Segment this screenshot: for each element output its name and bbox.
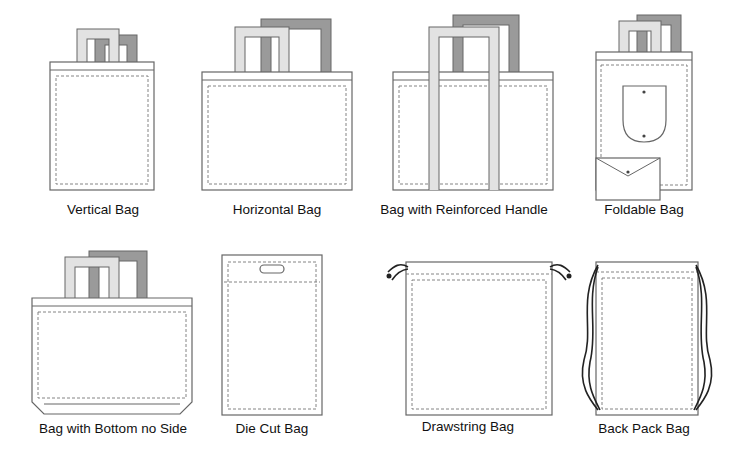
bag-caption: Bag with Reinforced Handle bbox=[378, 202, 549, 218]
vertical-bag bbox=[50, 34, 154, 190]
drawstring-bag bbox=[387, 262, 572, 415]
die-cut-bag bbox=[222, 255, 322, 415]
horizontal-bag bbox=[202, 24, 352, 190]
bag-caption: Vertical Bag bbox=[65, 202, 141, 218]
bag-caption: Die Cut Bag bbox=[234, 421, 311, 437]
bag-caption: Drawstring Bag bbox=[420, 419, 516, 435]
bag-caption: Bag with Bottom no Side bbox=[37, 421, 189, 437]
bag-caption: Foldable Bag bbox=[602, 202, 686, 218]
bag-caption: Horizontal Bag bbox=[231, 202, 324, 218]
bottom-no-side-bag bbox=[32, 256, 192, 414]
reinforced-handle-bag bbox=[393, 20, 553, 190]
backpack-bag bbox=[582, 262, 711, 415]
foldable-bag bbox=[596, 20, 692, 200]
bag-caption: Back Pack Bag bbox=[596, 421, 692, 437]
